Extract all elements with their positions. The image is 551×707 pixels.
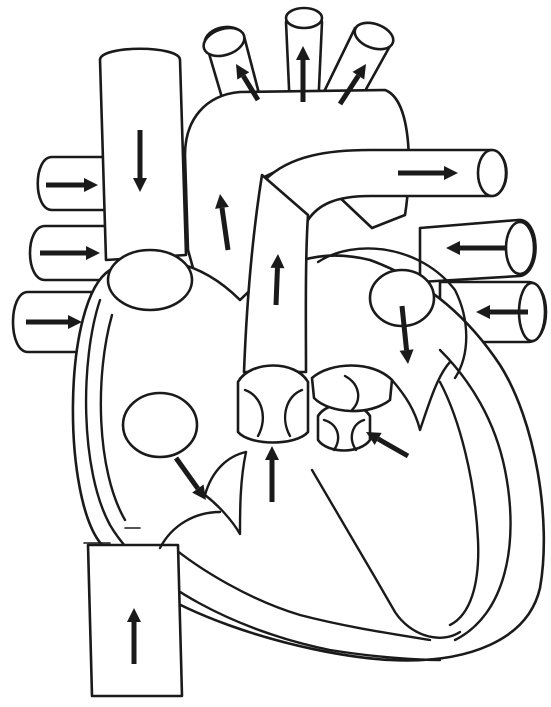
right-atrium-opening xyxy=(123,393,197,457)
pulmonary-valve xyxy=(238,366,308,443)
pulmonary-artery-right-opening xyxy=(478,150,506,196)
arrow-pulmonary-trunk-shaft xyxy=(276,268,277,305)
superior-vena-cava xyxy=(100,49,186,260)
mitral-valve-body xyxy=(312,366,392,412)
aortic-branch-middle-opening xyxy=(286,8,322,28)
superior-vena-cava-opening xyxy=(108,250,192,310)
pulmonary-valve-body xyxy=(238,366,308,443)
left-pulmonary-vessel-upper-opening xyxy=(506,222,534,274)
